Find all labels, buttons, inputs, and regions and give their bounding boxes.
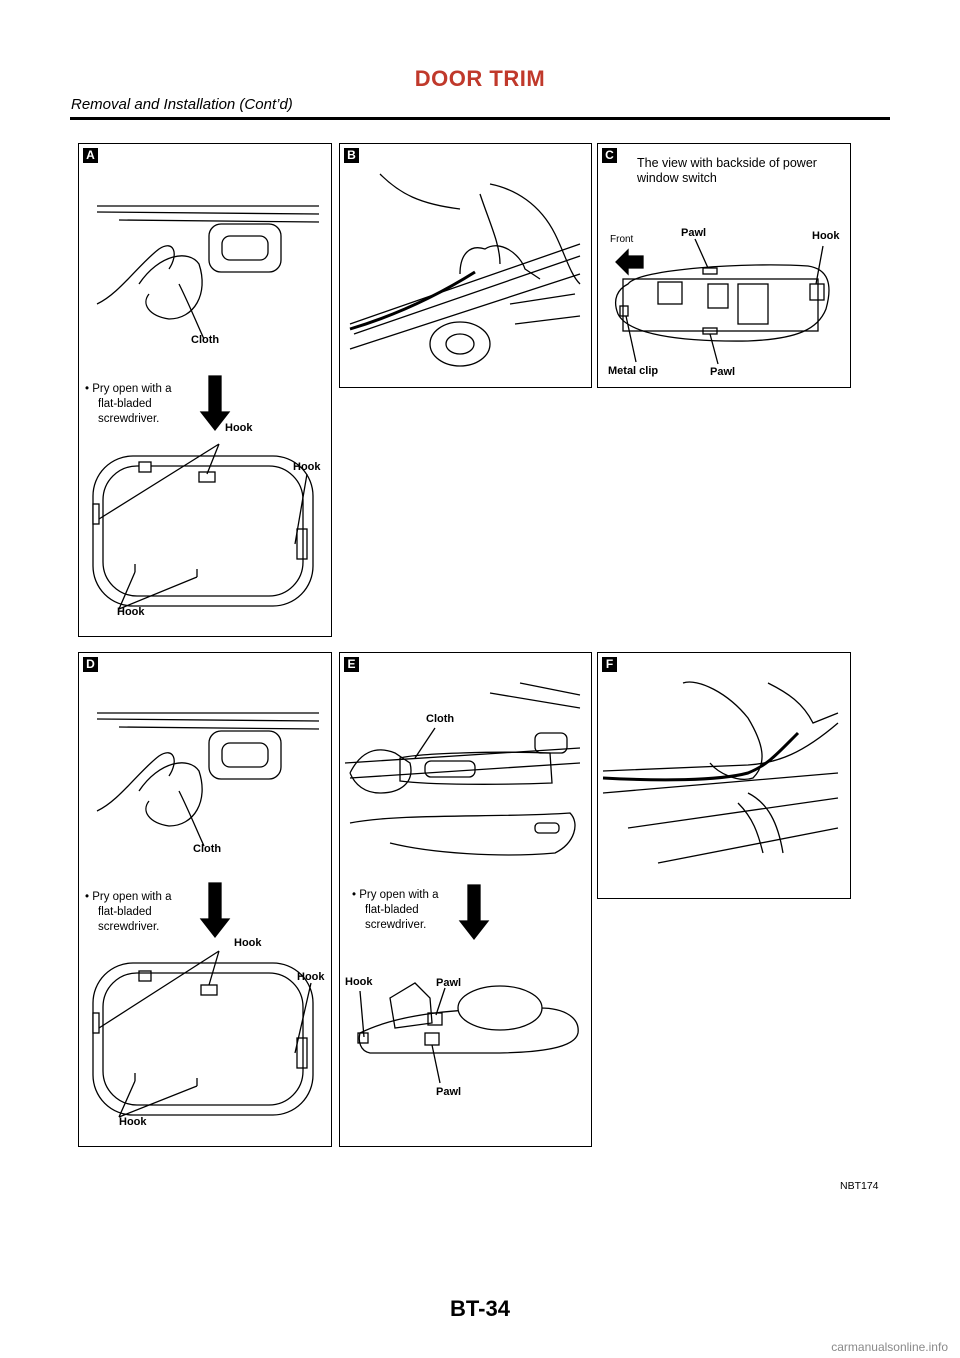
hook-label-right: Hook	[297, 971, 325, 983]
view-caption: The view with backside of power window s…	[637, 156, 817, 185]
page-number: BT-34	[450, 1296, 510, 1321]
panel-d: D Cloth • Pry open with a flat-bladed sc…	[78, 652, 332, 1147]
panel-f: F	[597, 652, 851, 899]
panel-c-letter: C	[602, 148, 617, 163]
hook-label: Hook	[812, 230, 840, 242]
cloth-label: Cloth	[426, 713, 455, 725]
pawl-label-top: Pawl	[436, 977, 462, 989]
panel-e: E Cloth • Pry open with a flat-bladed sc…	[339, 652, 592, 1147]
hook-label-bottom: Hook	[119, 1116, 147, 1128]
panel-c-illustration	[614, 238, 830, 365]
panel-d-letter: D	[83, 657, 98, 672]
pry-note: • Pry open with a flat-bladed screwdrive…	[85, 891, 172, 933]
panel-a-illustration	[92, 205, 320, 610]
panel-d-illustration	[92, 712, 320, 1118]
panel-c: C The view with backside of power window…	[597, 143, 851, 388]
panel-b-letter: B	[344, 148, 359, 163]
pry-note: • Pry open with a flat-bladed screwdrive…	[85, 383, 172, 425]
pawl-label-top: Pawl	[681, 227, 707, 239]
panel-f-letter: F	[602, 657, 617, 672]
header-divider	[70, 117, 890, 120]
figure-code: NBT174	[840, 1180, 879, 1192]
pry-note: • Pry open with a flat-bladed screwdrive…	[352, 889, 439, 931]
page-subtitle: Removal and Installation (Cont’d)	[71, 96, 293, 113]
panel-b: B	[339, 143, 592, 388]
hook-label-right: Hook	[293, 461, 321, 473]
hook-label-top: Hook	[225, 422, 253, 434]
watermark: carmanualsonline.info	[831, 1340, 948, 1354]
panel-a-letter: A	[83, 148, 98, 163]
front-label: Front	[610, 234, 634, 245]
pawl-label-bottom: Pawl	[710, 366, 736, 378]
panel-b-illustration	[349, 173, 581, 367]
hook-label: Hook	[345, 976, 373, 988]
panel-e-illustration	[344, 682, 581, 1084]
hook-label-top: Hook	[234, 937, 262, 949]
hook-label-bottom: Hook	[117, 606, 145, 618]
cloth-label: Cloth	[193, 843, 222, 855]
panel-a: A Cloth • Pry open with a flat-bladed sc…	[78, 143, 332, 637]
panel-e-letter: E	[344, 657, 359, 672]
metal-clip-label: Metal clip	[608, 365, 659, 377]
cloth-label: Cloth	[191, 334, 220, 346]
panel-f-illustration	[602, 681, 839, 864]
pawl-label-bottom: Pawl	[436, 1086, 462, 1098]
page-title: DOOR TRIM	[414, 66, 546, 91]
